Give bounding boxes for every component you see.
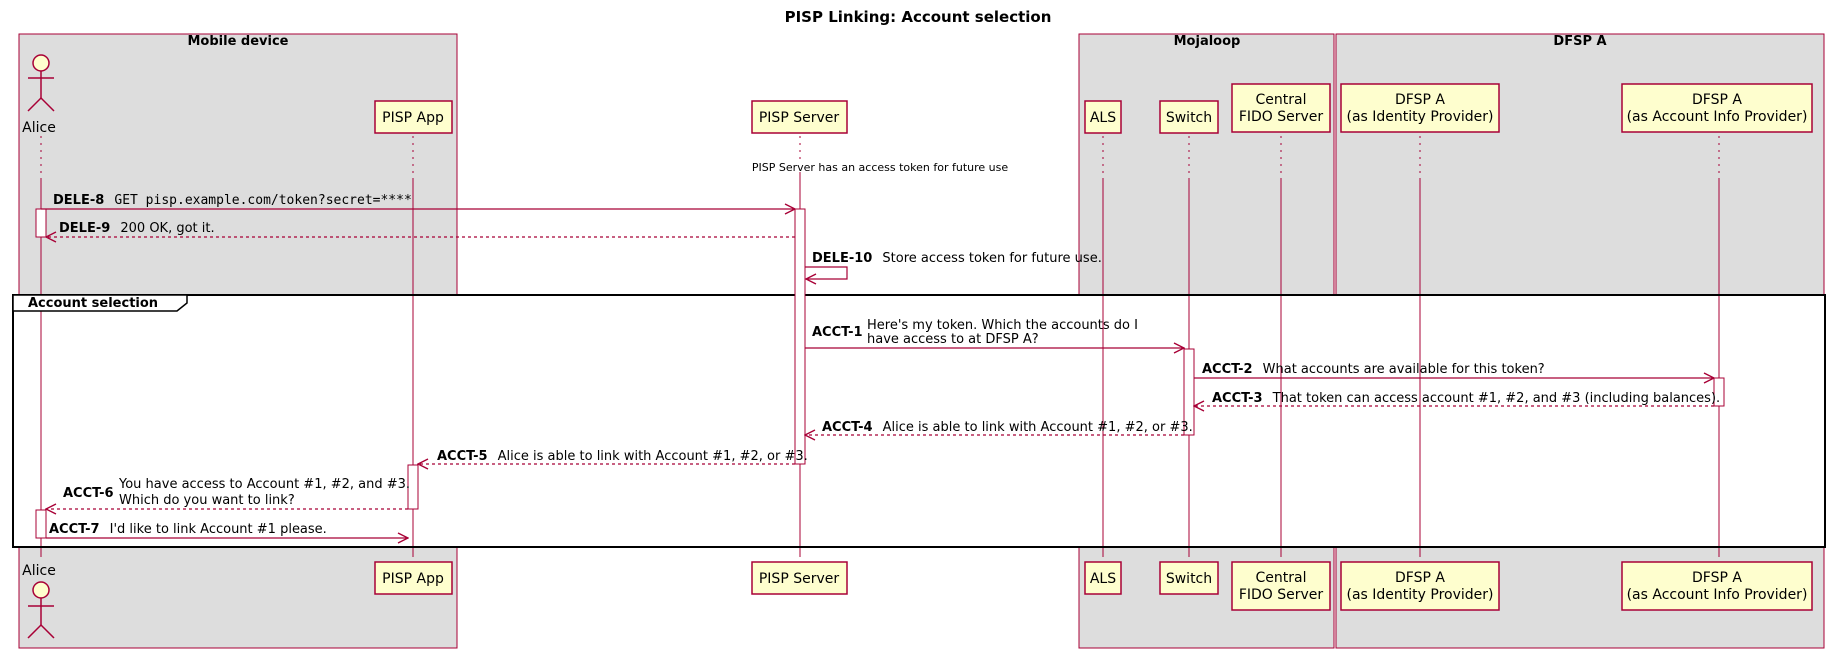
participant-label-pisp-app: PISP App (382, 110, 444, 126)
message-label-dele-10: DELE-10 Store access token for future us… (812, 247, 1102, 266)
participant-box-als (1084, 100, 1122, 134)
participants-top: Alice PISP App PISP Server ALS Switch Ce… (22, 54, 1813, 136)
message-text-acct-7: I'd like to link Account #1 please. (110, 522, 327, 537)
participant-label-central-fido-server-bottom-2: FIDO Server (1239, 587, 1324, 603)
participant-label-dfsp-identity-1: DFSP A (1395, 92, 1445, 108)
participants-bottom: Alice PISP App PISP Server ALS Switch Ce… (22, 561, 1813, 639)
actor-icon (27, 54, 55, 112)
message-label-acct-5: ACCT-5 Alice is able to link with Accoun… (437, 445, 808, 464)
message-text-dele-8: GET pisp.example.com/token?secret=**** (114, 193, 411, 208)
activation-alice-1 (35, 208, 47, 238)
participant-label-dfsp-account-info-1: DFSP A (1692, 92, 1742, 108)
message-id-acct-4: ACCT-4 (822, 420, 873, 435)
message-text-acct-2: What accounts are available for this tok… (1263, 362, 1545, 377)
participant-box-dfsp-identity-provider-bottom (1340, 561, 1500, 611)
message-id-acct-7: ACCT-7 (49, 522, 100, 537)
activation-app (407, 464, 419, 510)
participant-label-central-fido-server-2: FIDO Server (1239, 109, 1324, 125)
box-label-mobile-device: Mobile device (187, 34, 288, 49)
participant-label-pisp-server: PISP Server (759, 110, 840, 126)
message-id-dele-10: DELE-10 (812, 251, 872, 266)
message-id-dele-9: DELE-9 (59, 221, 110, 236)
message-text-acct-1-line2: have access to at DFSP A? (867, 332, 1039, 347)
participant-label-dfsp-identity-2: (as Identity Provider) (1347, 109, 1494, 125)
participant-label-switch: Switch (1166, 110, 1212, 126)
message-label-acct-7: ACCT-7 I'd like to link Account #1 pleas… (49, 518, 327, 537)
participant-label-als-bottom: ALS (1090, 571, 1116, 587)
participant-box-dfsp-account-info-provider-bottom (1621, 561, 1813, 611)
participant-label-alice: Alice (22, 120, 56, 136)
message-label-acct-2: ACCT-2 What accounts are available for t… (1202, 358, 1545, 377)
participant-box-pisp-app (374, 100, 453, 134)
message-id-acct-1: ACCT-1 (812, 325, 863, 340)
message-text-acct-6: You have access to Account #1, #2, and #… (118, 477, 410, 492)
messages: DELE-8 GET pisp.example.com/token?secret… (41, 189, 1720, 538)
participant-label-central-fido-server-1: Central (1256, 92, 1307, 108)
message-label-acct-3: ACCT-3 That token can access account #1,… (1212, 387, 1720, 406)
participant-label-alice-bottom: Alice (22, 563, 56, 579)
participant-label-pisp-app-bottom: PISP App (382, 571, 444, 587)
activation-alice-2 (35, 509, 47, 539)
participant-label-dfsp-account-info-2: (as Account Info Provider) (1627, 109, 1808, 125)
activation-dfsp-acct (1713, 377, 1725, 407)
participant-box-central-fido-server-bottom (1231, 561, 1331, 611)
message-id-acct-6: ACCT-6 (63, 486, 114, 501)
activation-switch (1183, 348, 1195, 436)
message-label-acct-4: ACCT-4 Alice is able to link with Accoun… (822, 416, 1193, 435)
participant-label-dfsp-account-info-bottom-1: DFSP A (1692, 570, 1742, 586)
participant-box-dfsp-identity-provider (1340, 83, 1500, 133)
lifelines-dotted (40, 136, 1720, 178)
participant-box-als-bottom (1084, 561, 1122, 595)
participant-label-dfsp-account-info-bottom-2: (as Account Info Provider) (1627, 587, 1808, 603)
message-text-acct-3: That token can access account #1, #2, an… (1272, 391, 1721, 406)
box-label-dfsp-a: DFSP A (1553, 34, 1606, 49)
box-label-mojaloop: Mojaloop (1174, 34, 1241, 49)
participant-label-pisp-server-bottom: PISP Server (759, 571, 840, 587)
message-text-acct-5: Alice is able to link with Account #1, #… (498, 449, 808, 464)
actor-icon-bottom (27, 581, 55, 639)
message-id-dele-8: DELE-8 (53, 193, 104, 208)
activation-bars (35, 208, 1725, 539)
participant-box-dfsp-account-info-provider (1621, 83, 1813, 133)
message-text-acct-4: Alice is able to link with Account #1, #… (883, 420, 1193, 435)
message-text-acct-6-line2: Which do you want to link? (119, 493, 295, 508)
participant-label-als: ALS (1090, 110, 1116, 126)
group-frame-account-selection (12, 294, 1826, 548)
participant-box-switch (1159, 100, 1219, 134)
activation-server (794, 208, 806, 465)
group-label-account-selection: Account selection (28, 296, 158, 311)
participant-box-central-fido-server (1231, 83, 1331, 133)
note-access-token: PISP Server has an access token for futu… (752, 161, 1009, 174)
participant-label-central-fido-server-bottom-1: Central (1256, 570, 1307, 586)
participant-label-dfsp-identity-bottom-1: DFSP A (1395, 570, 1445, 586)
participant-box-pisp-server (751, 100, 848, 134)
participant-box-pisp-app-bottom (374, 561, 453, 595)
message-label-dele-8: DELE-8 GET pisp.example.com/token?secret… (53, 189, 412, 208)
diagram-title: PISP Linking: Account selection (785, 8, 1052, 26)
message-label-dele-9: DELE-9 200 OK, got it. (59, 217, 215, 236)
message-id-acct-5: ACCT-5 (437, 449, 488, 464)
message-id-acct-3: ACCT-3 (1212, 391, 1263, 406)
participant-label-switch-bottom: Switch (1166, 571, 1212, 587)
message-arrow-dele-10 (805, 266, 848, 279)
message-text-dele-10: Store access token for future use. (882, 251, 1101, 266)
participant-box-switch-bottom (1159, 561, 1219, 595)
participant-box-pisp-server-bottom (751, 561, 848, 595)
participant-label-dfsp-identity-bottom-2: (as Identity Provider) (1347, 587, 1494, 603)
message-text-dele-9: 200 OK, got it. (120, 221, 214, 236)
group-label-tab (12, 294, 188, 312)
message-text-acct-1: Here's my token. Which the accounts do I (867, 318, 1138, 333)
message-id-acct-2: ACCT-2 (1202, 362, 1253, 377)
